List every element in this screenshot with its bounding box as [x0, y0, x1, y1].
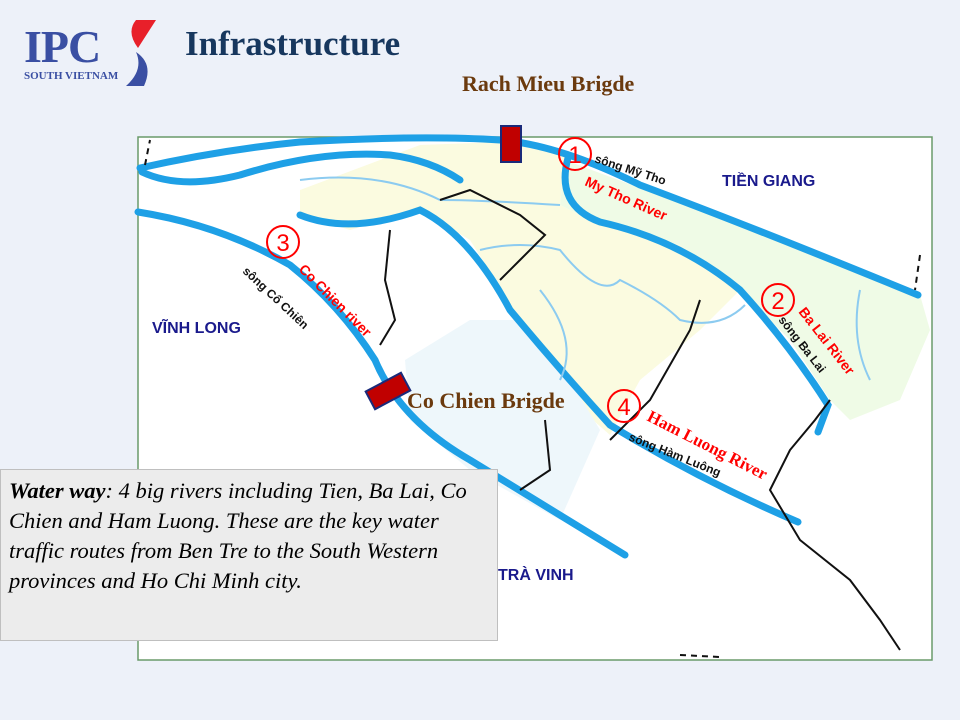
ipc-logo: IPC SOUTH VIETNAM: [24, 18, 164, 88]
ham-luong-river: [296, 206, 802, 526]
marker-1: 1: [568, 142, 581, 169]
province-tien-giang: TIỀN GIANG: [722, 171, 815, 190]
land-region-green: [560, 160, 930, 420]
marker-2-icon: [761, 283, 795, 317]
marker-3: 3: [276, 230, 289, 257]
textbox-body: : 4 big rivers including Tien, Ba Lai, C…: [9, 478, 467, 593]
marker-1-icon: [558, 137, 592, 171]
textbox-lead: Water way: [9, 478, 106, 503]
ba-lai-river: [561, 154, 832, 436]
markers: [266, 137, 795, 423]
province-borders: [144, 139, 921, 658]
marker-4-icon: [607, 389, 641, 423]
rach-mieu-bridge-label: Rach Mieu Brigde: [462, 71, 635, 96]
logo-text: IPC: [24, 21, 101, 72]
waterway-description: Water way: 4 big rivers including Tien, …: [0, 469, 498, 641]
co-chien-bridge-icon: [364, 371, 412, 411]
land-region-blue: [405, 320, 600, 520]
logo-subtext: SOUTH VIETNAM: [24, 70, 119, 82]
marker-4: 4: [617, 394, 630, 421]
province-vinh-long: VĨNH LONG: [152, 317, 241, 337]
co-chien-river: [134, 208, 629, 559]
co-chien-bridge-label: Co Chien Brigde: [407, 388, 565, 413]
upper-branch: [138, 150, 464, 186]
marker-3-icon: [266, 225, 300, 259]
page-title: Infrastructure: [185, 24, 401, 63]
marker-2: 2: [771, 288, 784, 315]
province-tra-vinh: TRÀ VINH: [498, 565, 574, 584]
logo-s-icon: [126, 20, 156, 86]
rach-mieu-bridge-icon: [500, 125, 522, 163]
land-region-yellow: [300, 142, 740, 435]
